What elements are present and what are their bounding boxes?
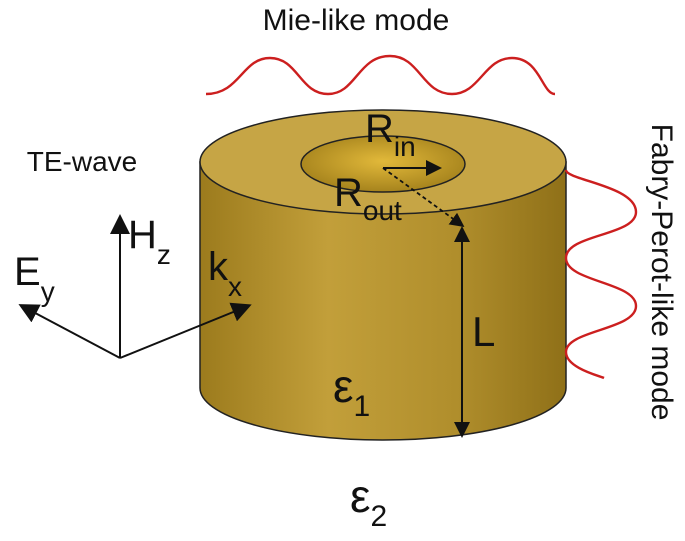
epsilon-2-label: ε2: [350, 470, 387, 533]
e-y-label: Ey: [14, 250, 55, 307]
mie-mode-label: Mie-like mode: [263, 4, 450, 37]
cylinder-side: [199, 161, 567, 441]
fabry-perot-mode-label: Fabry-Perot-like mode: [645, 124, 678, 421]
r-out-label: Rout: [334, 171, 402, 226]
k-x-label: kx: [208, 245, 242, 302]
inner-hole: [300, 135, 466, 193]
h-z-label: Hz: [128, 213, 171, 270]
e-axis: [18, 304, 121, 359]
r-in-label: Rin: [365, 107, 416, 162]
mie-wave: [205, 54, 556, 96]
length-label: L: [472, 308, 495, 355]
k-axis: [119, 302, 252, 359]
te-wave-label: TE-wave: [27, 146, 137, 177]
r-out-arrow: [382, 167, 465, 228]
fabry-perot-wave: [564, 169, 638, 380]
epsilon-1-label: ε1: [333, 360, 370, 423]
